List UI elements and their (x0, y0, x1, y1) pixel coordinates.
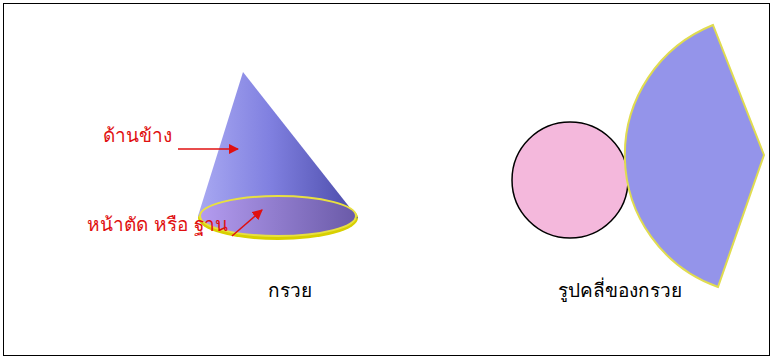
leader-arrow (178, 148, 238, 150)
base-label: หน้าตัด หรือ ฐาน (87, 213, 228, 236)
net-base-circle (512, 122, 628, 238)
frame (4, 4, 770, 356)
cone-caption: กรวย (268, 279, 312, 302)
leader-arrow (232, 210, 262, 236)
side-label: ด้านข้าง (103, 124, 172, 147)
net-sector (625, 25, 764, 287)
net-caption: รูปคลี่ของกรวย (558, 279, 682, 302)
